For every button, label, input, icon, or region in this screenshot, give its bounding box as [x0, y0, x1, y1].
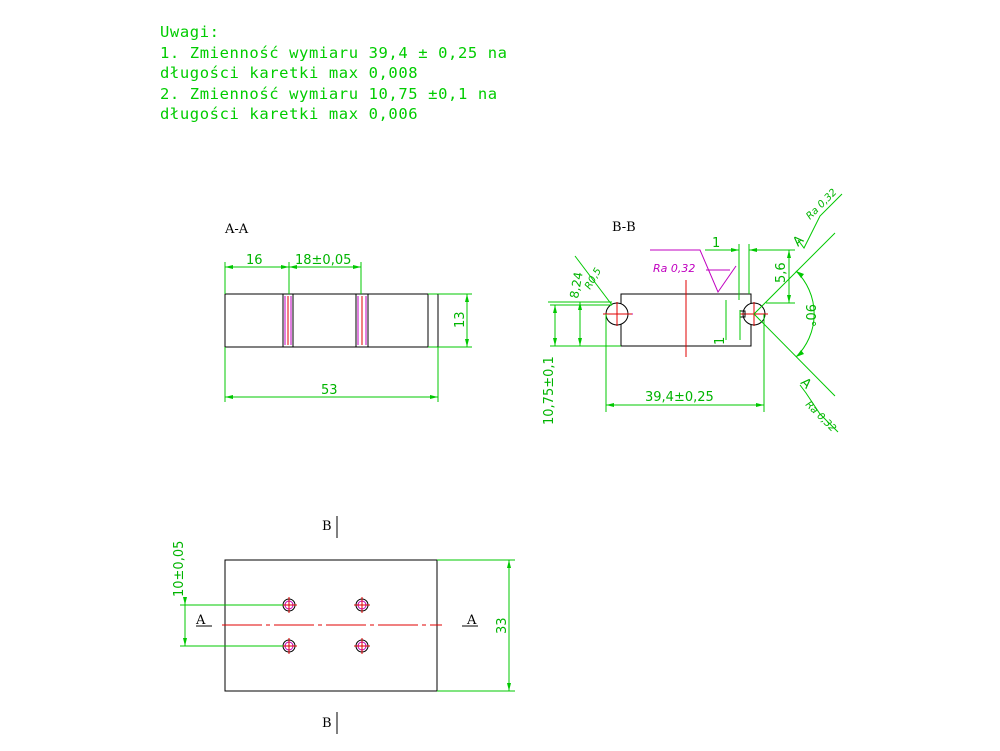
svg-text:10±0,05: 10±0,05	[172, 541, 187, 597]
dimension-53: 53	[224, 347, 439, 402]
svg-text:39,4±0,25: 39,4±0,25	[645, 390, 714, 405]
cut-label-a-left: A	[195, 613, 206, 628]
note-line-3: 2. Zmienność wymiaru 10,75 ±0,1 na	[160, 84, 498, 103]
dimension-13: 13	[438, 293, 472, 348]
note-line-1: 1. Zmienność wymiaru 39,4 ± 0,25 na	[160, 43, 508, 62]
roughness-symbol-right-top: Ra 0,32 A	[790, 187, 843, 250]
svg-text:90°: 90°	[802, 304, 817, 327]
dimension-10: 10±0,05	[172, 541, 283, 647]
angle-90: 90°	[753, 232, 836, 397]
slot-left	[282, 293, 294, 348]
section-aa-view: A-A 16	[224, 222, 472, 402]
svg-text:5,6: 5,6	[774, 262, 789, 283]
hole	[354, 638, 370, 654]
svg-text:33: 33	[495, 617, 510, 634]
section-aa-outline	[224, 293, 429, 348]
note-line-4: długości karetki max 0,006	[160, 105, 419, 123]
dimension-16: 16	[224, 253, 290, 294]
svg-text:R0,5: R0,5	[583, 266, 604, 291]
dimension-5-6: 5,6	[755, 249, 795, 304]
dimension-53-text: 53	[321, 383, 338, 398]
dimension-16-text: 16	[246, 253, 263, 268]
svg-text:8,24: 8,24	[567, 271, 585, 300]
plan-view: B B A A	[172, 516, 515, 734]
hole	[281, 638, 297, 654]
dimension-39-4: 39,4±0,25	[605, 314, 765, 412]
slot-right	[355, 293, 369, 348]
dimension-1-top: 1	[705, 236, 760, 300]
svg-text:Ra 0,32: Ra 0,32	[804, 187, 839, 222]
cut-label-a-right: A	[466, 613, 477, 628]
svg-text:Ra 0,32: Ra 0,32	[803, 399, 838, 434]
note-line-2: długości karetki max 0,008	[160, 64, 419, 82]
ball-left	[603, 302, 632, 326]
svg-text:A: A	[797, 375, 814, 392]
roughness-symbol-top: Ra 0,32	[650, 249, 737, 294]
dimension-18-text: 18±0,05	[295, 253, 351, 268]
cut-label-b-top: B	[322, 519, 332, 534]
roughness-symbol-right-bottom: Ra 0,32 A	[797, 375, 839, 434]
hole	[354, 597, 370, 613]
dimension-13-text: 13	[453, 311, 468, 328]
hole	[281, 597, 297, 613]
svg-text:10,75±0,1: 10,75±0,1	[542, 356, 557, 425]
notes-heading: Uwagi:	[160, 23, 220, 41]
dimension-18: 18±0,05	[289, 253, 362, 294]
dimension-1-side: 1	[713, 337, 728, 345]
svg-text:1: 1	[712, 236, 720, 251]
section-bb-view: B-B 1 1	[542, 187, 843, 434]
notes-block: Uwagi: 1. Zmienność wymiaru 39,4 ± 0,25 …	[160, 22, 508, 125]
dimension-10-75: 10,75±0,1	[542, 304, 612, 425]
section-bb-title: B-B	[612, 220, 636, 235]
dimension-8-24: 8,24 R0,5	[548, 255, 621, 347]
cut-label-b-bottom: B	[322, 716, 332, 731]
dimension-33: 33	[437, 559, 515, 692]
section-aa-title: A-A	[224, 222, 249, 237]
roughness-label-top: Ra 0,32	[653, 262, 695, 275]
